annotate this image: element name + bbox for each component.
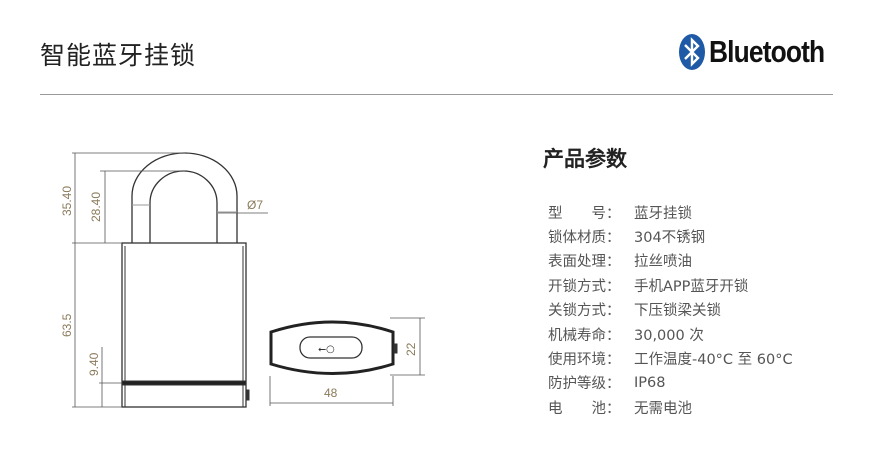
usb-icon: ⭠○ (318, 344, 335, 355)
spec-title: 产品参数 (543, 147, 627, 171)
dim-width: 48 (324, 386, 338, 400)
spec-label: 电 池： (548, 400, 621, 417)
spec-row: 开锁方式： 手机APP蓝牙开锁 (548, 273, 793, 297)
spec-value: 工作温度-40°C 至 60°C (634, 352, 793, 369)
spec-value: 304不锈钢 (634, 230, 706, 247)
spec-value: 蓝牙挂锁 (634, 205, 692, 222)
dim-shackle-dia: Ø7 (247, 198, 263, 212)
divider (40, 94, 833, 95)
dim-band: 9.40 (87, 352, 101, 376)
spec-value: 30,000 次 (634, 327, 704, 344)
logo-text: Bluetooth (709, 34, 825, 69)
spec-label: 防护等级： (548, 376, 621, 393)
spec-label: 锁体材质： (548, 230, 621, 247)
spec-row: 型 号： 蓝牙挂锁 (548, 200, 793, 224)
spec-label: 机械寿命： (548, 327, 621, 344)
spec-label: 使用环境： (548, 352, 621, 369)
spec-value: 无需电池 (634, 400, 692, 417)
shackle-outer (131, 152, 238, 243)
spec-row: 机械寿命： 30,000 次 (548, 322, 793, 346)
dim-depth: 22 (404, 342, 418, 356)
bluetooth-logo: Bluetooth (679, 34, 845, 70)
bottom-band (121, 380, 247, 386)
shackle-inner (149, 170, 218, 243)
bluetooth-icon (679, 34, 705, 70)
spec-label: 关锁方式： (548, 303, 621, 320)
dim-body-height: 63.5 (60, 313, 74, 337)
spec-value: IP68 (634, 374, 666, 391)
spec-row: 锁体材质： 304不锈钢 (548, 224, 793, 248)
lock-top-view (269, 320, 395, 375)
spec-list: 型 号： 蓝牙挂锁 锁体材质： 304不锈钢 表面处理： 拉丝喷油 开锁方式： 手机AP… (548, 200, 793, 420)
dim-shackle-inner: 28.40 (89, 192, 103, 222)
page-title: 智能蓝牙挂锁 (40, 41, 197, 70)
spec-row: 表面处理： 拉丝喷油 (548, 249, 793, 273)
spec-value: 拉丝喷油 (634, 254, 692, 271)
spec-label: 型 号： (548, 205, 621, 222)
usb-port (299, 336, 363, 359)
spec-row: 关锁方式： 下压锁梁关锁 (548, 298, 793, 322)
spec-value: 手机APP蓝牙开锁 (634, 278, 749, 295)
dim-total-height: 35.40 (60, 186, 74, 216)
lock-body (121, 242, 247, 408)
spec-label: 开锁方式： (548, 278, 621, 295)
spec-label: 表面处理： (548, 254, 621, 271)
spec-value: 下压锁梁关锁 (634, 303, 721, 320)
spec-row: 使用环境： 工作温度-40°C 至 60°C (548, 346, 793, 370)
lock-dimension-drawing: 35.40 28.40 63.5 9.40 Ø7 22 48 ⭠○ (60, 152, 425, 408)
spec-row: 电 池： 无需电池 (548, 395, 793, 419)
spec-row: 防护等级： IP68 (548, 371, 793, 395)
